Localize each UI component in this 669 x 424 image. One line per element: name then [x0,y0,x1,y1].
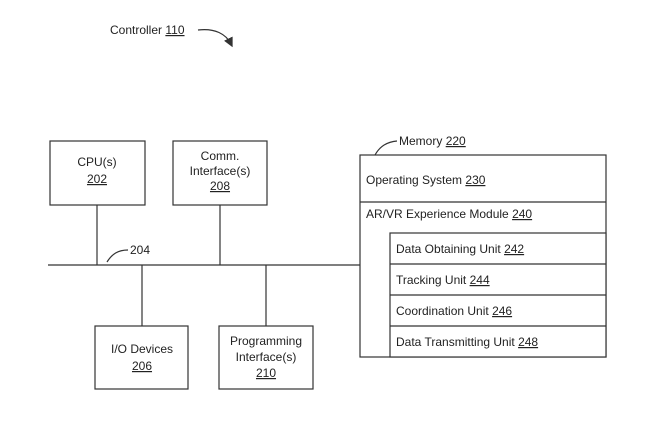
cpu-box: CPU(s) 202 [49,140,146,206]
bus-ref-leader [106,249,129,263]
bus-ref-label: 204 [130,243,150,257]
controller-label: Controller 110 [110,23,185,37]
prog-label-line2: Interface(s) [236,350,297,364]
unit-tracking: Tracking Unit 244 [396,273,490,287]
cpu-ref: 202 [87,172,107,186]
unit-coordination: Coordination Unit 246 [396,304,512,318]
comm-label-line2: Interface(s) [190,164,251,178]
controller-arrow [197,29,233,48]
cpu-label: CPU(s) [77,155,116,169]
memory-ref-leader [374,140,398,156]
prog-label-line1: Programming [230,334,302,348]
io-label: I/O Devices [111,342,173,356]
memory-label: Memory 220 [399,134,466,148]
programming-interface-box: Programming Interface(s) 210 [218,325,314,390]
memory-block: Memory 220 Operating System 230 AR/VR Ex… [359,134,607,358]
arvr-module-label: AR/VR Experience Module 240 [366,207,532,221]
unit-data-obtaining: Data Obtaining Unit 242 [396,242,524,256]
comm-ref: 208 [210,179,230,193]
unit-data-transmitting: Data Transmitting Unit 248 [396,335,538,349]
os-label: Operating System 230 [366,173,486,187]
io-devices-box: I/O Devices 206 [94,325,189,390]
comm-interface-box: Comm. Interface(s) 208 [172,140,268,206]
io-ref: 206 [132,359,152,373]
comm-label-line1: Comm. [201,149,240,163]
prog-ref: 210 [256,366,276,380]
